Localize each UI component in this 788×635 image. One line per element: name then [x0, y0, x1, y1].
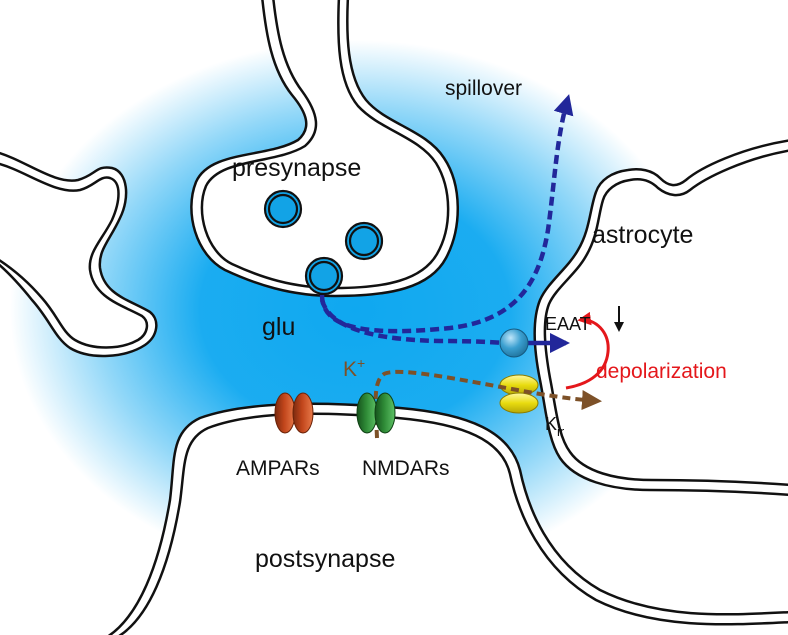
- potassium-ion-symbol: K: [343, 358, 357, 381]
- vesicle-right: [344, 221, 384, 261]
- astrocyte-label: astrocyte: [592, 221, 693, 249]
- presynapse-label: presynapse: [232, 154, 361, 182]
- nmda-receptor: [356, 392, 396, 434]
- postsynapse-label: postsynapse: [255, 545, 395, 573]
- nmdars-label: NMDARs: [362, 457, 450, 480]
- glu-label: glu: [262, 313, 295, 341]
- eaat-transporter: [499, 328, 529, 358]
- kir-main-text: K: [545, 414, 557, 434]
- depolarization-label: depolarization: [596, 360, 727, 383]
- presynapse-membrane: [190, 0, 459, 298]
- postsynapse-membrane: [107, 402, 788, 635]
- depolarization-feedback-arrow: [565, 311, 610, 390]
- vesicle-upper-left: [263, 189, 303, 229]
- spillover-label: spillover: [445, 77, 522, 100]
- vesicle-docked: [304, 256, 344, 296]
- eaat-label: EAAT: [545, 314, 591, 334]
- potassium-charge-sup: +: [357, 355, 365, 371]
- potassium-ion-label: K+: [343, 355, 365, 381]
- ampars-label: AMPARs: [236, 457, 320, 480]
- potassium-flow-arrow: [373, 369, 602, 439]
- synaptic-vesicles: [263, 189, 384, 296]
- ampa-receptor: [274, 392, 314, 434]
- kir-label: Kir: [545, 414, 565, 439]
- kir-subscript: ir: [557, 424, 565, 439]
